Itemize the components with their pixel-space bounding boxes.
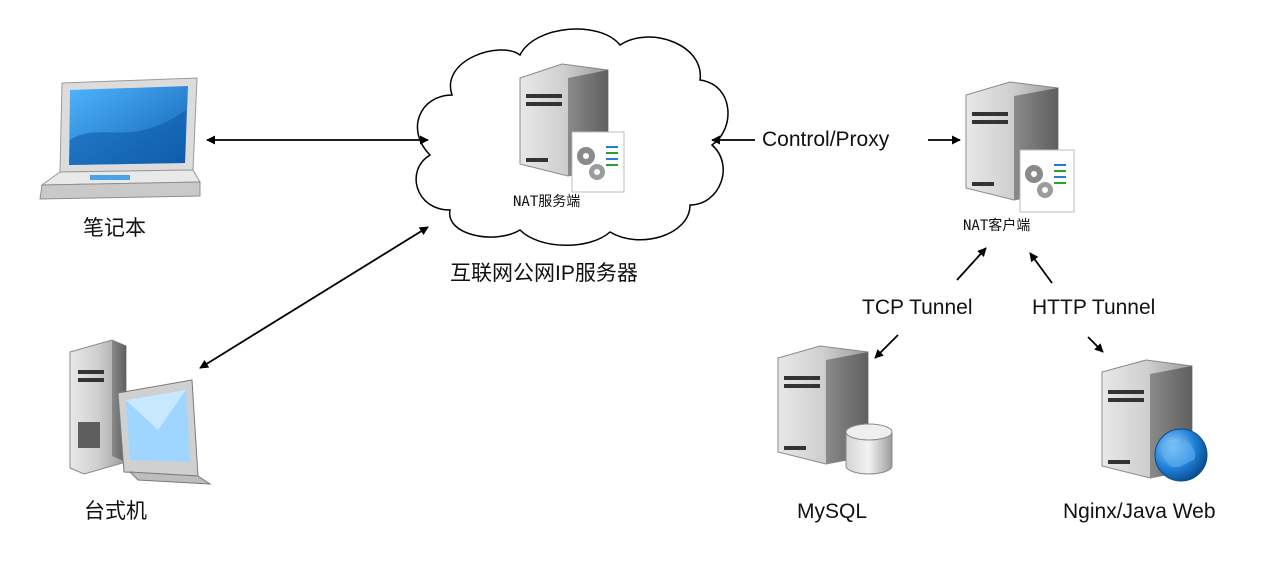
database-server-icon xyxy=(777,345,893,475)
edge-http-down xyxy=(1087,336,1104,353)
edge-desktop-server xyxy=(199,226,429,369)
desktop-computer-icon xyxy=(69,339,212,485)
tcp-tunnel-label: TCP Tunnel xyxy=(862,296,973,319)
edge-tcp-up xyxy=(956,247,987,281)
server-gears-icon xyxy=(519,63,625,193)
mysql-label: MySQL xyxy=(797,500,868,523)
edge-tcp-down xyxy=(874,334,899,359)
http-tunnel-label: HTTP Tunnel xyxy=(1032,296,1156,319)
laptop-icon xyxy=(39,77,201,200)
control-proxy-label: Control/Proxy xyxy=(762,128,890,151)
edge-http-up xyxy=(1029,252,1053,284)
web-label: Nginx/Java Web xyxy=(1063,500,1216,523)
server-gears-icon xyxy=(965,81,1075,213)
public-server-caption: 互联网公网IP服务器 xyxy=(450,262,638,285)
laptop-label: 笔记本 xyxy=(83,217,146,240)
nat-client-label: NAT客户端 xyxy=(963,218,1031,234)
web-server-globe-icon xyxy=(1101,359,1208,482)
desktop-label: 台式机 xyxy=(84,500,147,523)
nat-server-label: NAT服务端 xyxy=(513,194,581,210)
